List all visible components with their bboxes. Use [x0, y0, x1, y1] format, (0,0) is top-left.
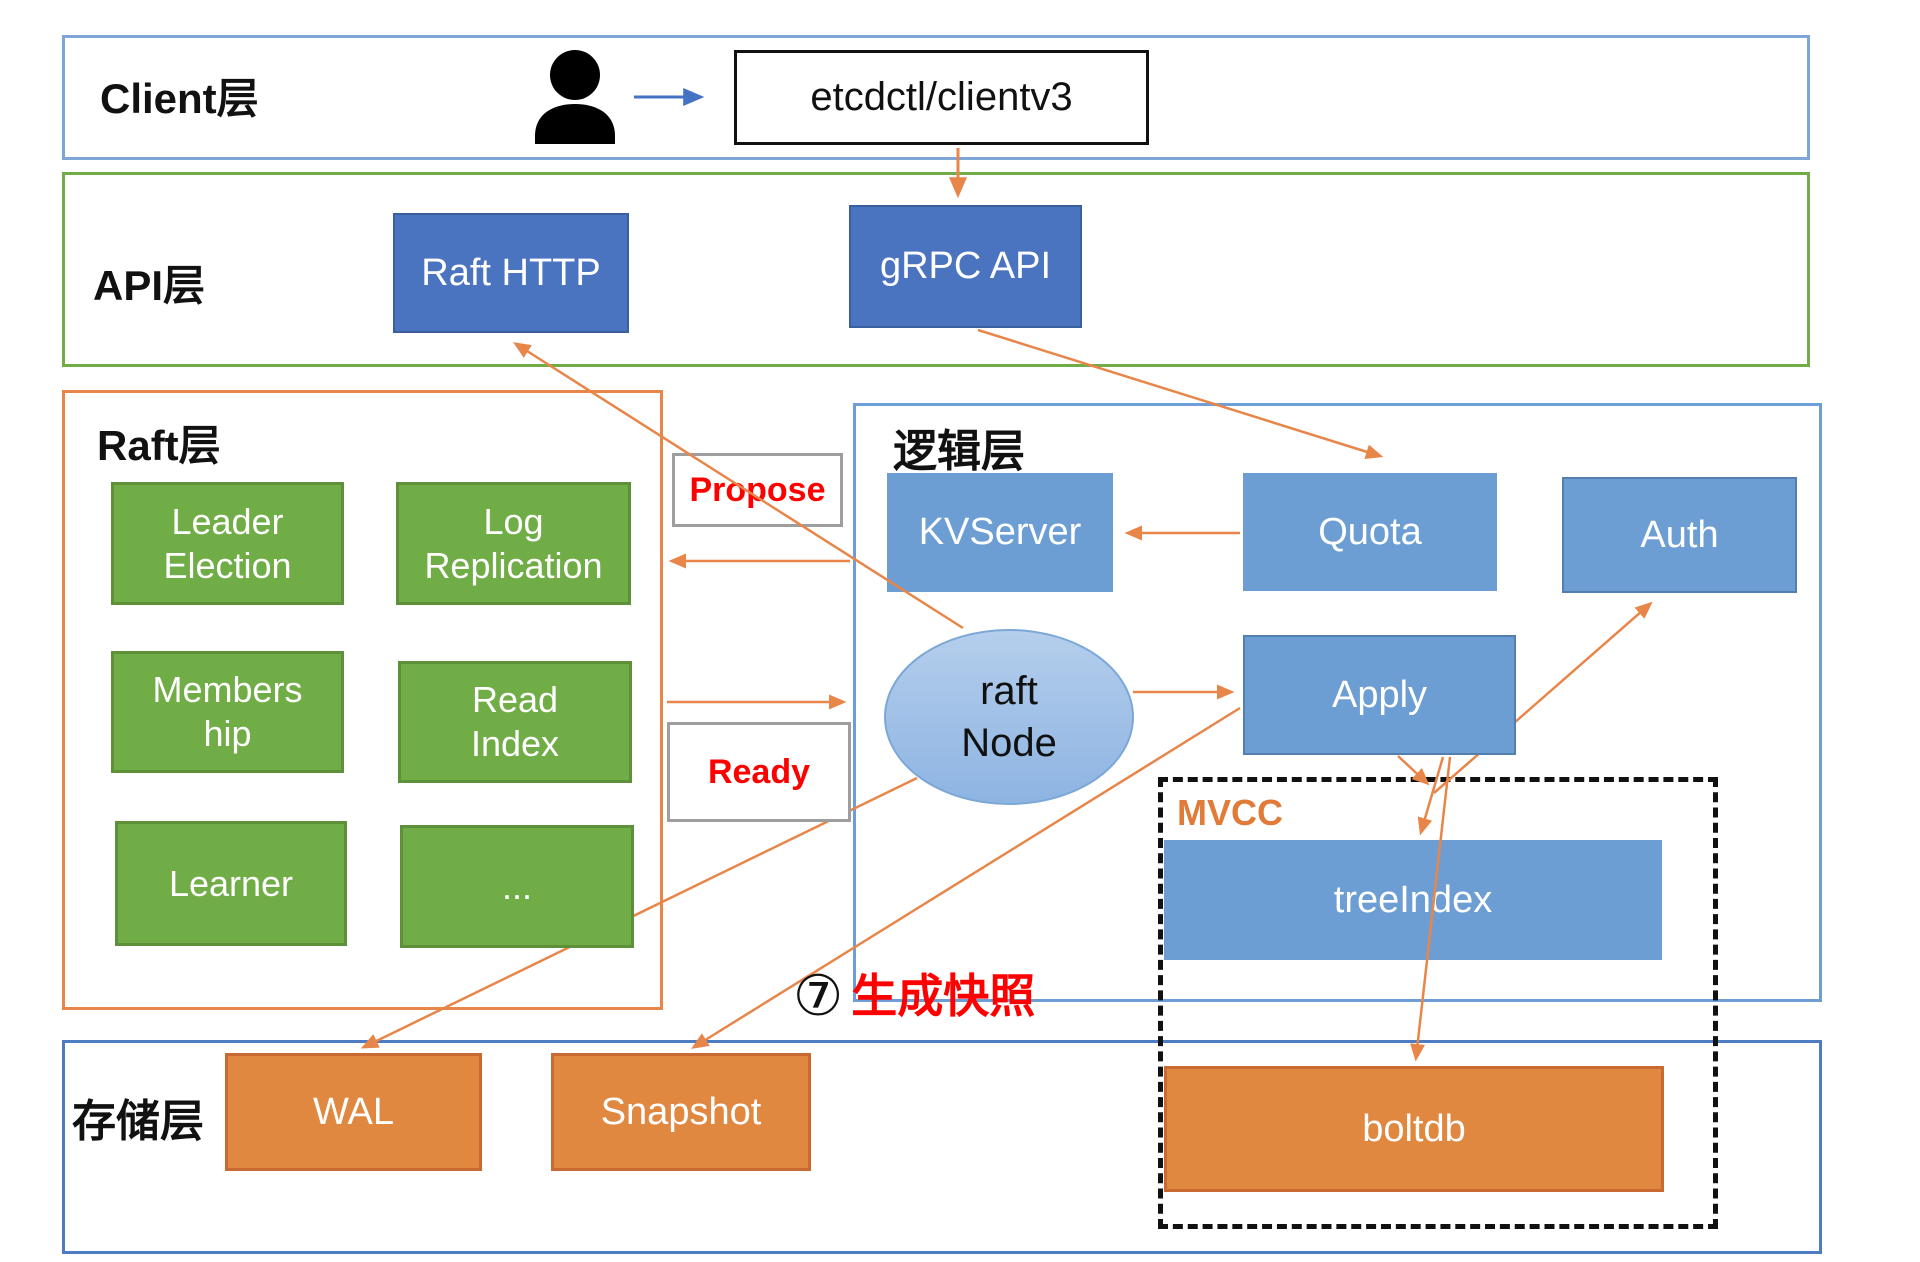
wal-box: WAL	[225, 1053, 482, 1171]
kvserver-label: KVServer	[918, 511, 1082, 554]
mvcc-label: MVCC	[1177, 792, 1283, 833]
storage-layer-title: 存储层	[72, 1097, 204, 1146]
logic-layer-title: 逻辑层	[893, 427, 1025, 476]
treeindex-box: treeIndex	[1164, 840, 1662, 960]
person-icon	[535, 50, 615, 144]
raft-node-ellipse: raft Node	[884, 629, 1134, 805]
raft-node-label-line1: raft	[980, 669, 1038, 713]
ellipsis-label: ...	[501, 865, 532, 907]
treeindex-label: treeIndex	[1333, 878, 1493, 921]
learner-box: Learner	[115, 821, 347, 946]
etcdctl-clientv3-label: etcdctl/clientv3	[810, 75, 1073, 120]
quota-box: Quota	[1243, 473, 1497, 591]
client-layer-frame	[62, 35, 1810, 160]
api-layer-title: API层	[93, 262, 206, 309]
kvserver-box: KVServer	[887, 473, 1113, 592]
ellipsis-box: ...	[400, 825, 634, 948]
client-layer-title: Client层	[100, 75, 259, 122]
raft-layer-title: Raft层	[97, 422, 221, 469]
auth-box: Auth	[1562, 477, 1797, 593]
grpc-api-box: gRPC API	[849, 205, 1082, 328]
raft-http-box: Raft HTTP	[393, 213, 629, 333]
ready-tag: Ready	[667, 722, 851, 822]
auth-label: Auth	[1640, 513, 1719, 556]
apply-box: Apply	[1243, 635, 1516, 755]
raft-http-label: Raft HTTP	[421, 251, 601, 294]
step7-generate-snapshot: ⑦ 生成快照	[793, 968, 1035, 1024]
ready-label: Ready	[707, 752, 811, 791]
raft-layer-frame	[62, 390, 663, 1010]
quota-label: Quota	[1318, 510, 1422, 553]
wal-label: WAL	[313, 1090, 394, 1133]
raft-node-label-line2: Node	[961, 721, 1057, 765]
step7-text: 生成快照	[851, 970, 1036, 1022]
snapshot-box: Snapshot	[551, 1053, 811, 1171]
propose-label: Propose	[689, 470, 826, 509]
etcdctl-clientv3-box: etcdctl/clientv3	[734, 50, 1149, 145]
snapshot-label: Snapshot	[600, 1090, 762, 1133]
step7-number: ⑦	[793, 964, 844, 1027]
learner-label: Learner	[168, 862, 294, 904]
grpc-api-label: gRPC API	[879, 245, 1052, 288]
boltdb-label: boltdb	[1362, 1107, 1466, 1150]
apply-label: Apply	[1331, 673, 1428, 716]
boltdb-box: boltdb	[1164, 1066, 1664, 1192]
propose-tag: Propose	[672, 453, 843, 527]
